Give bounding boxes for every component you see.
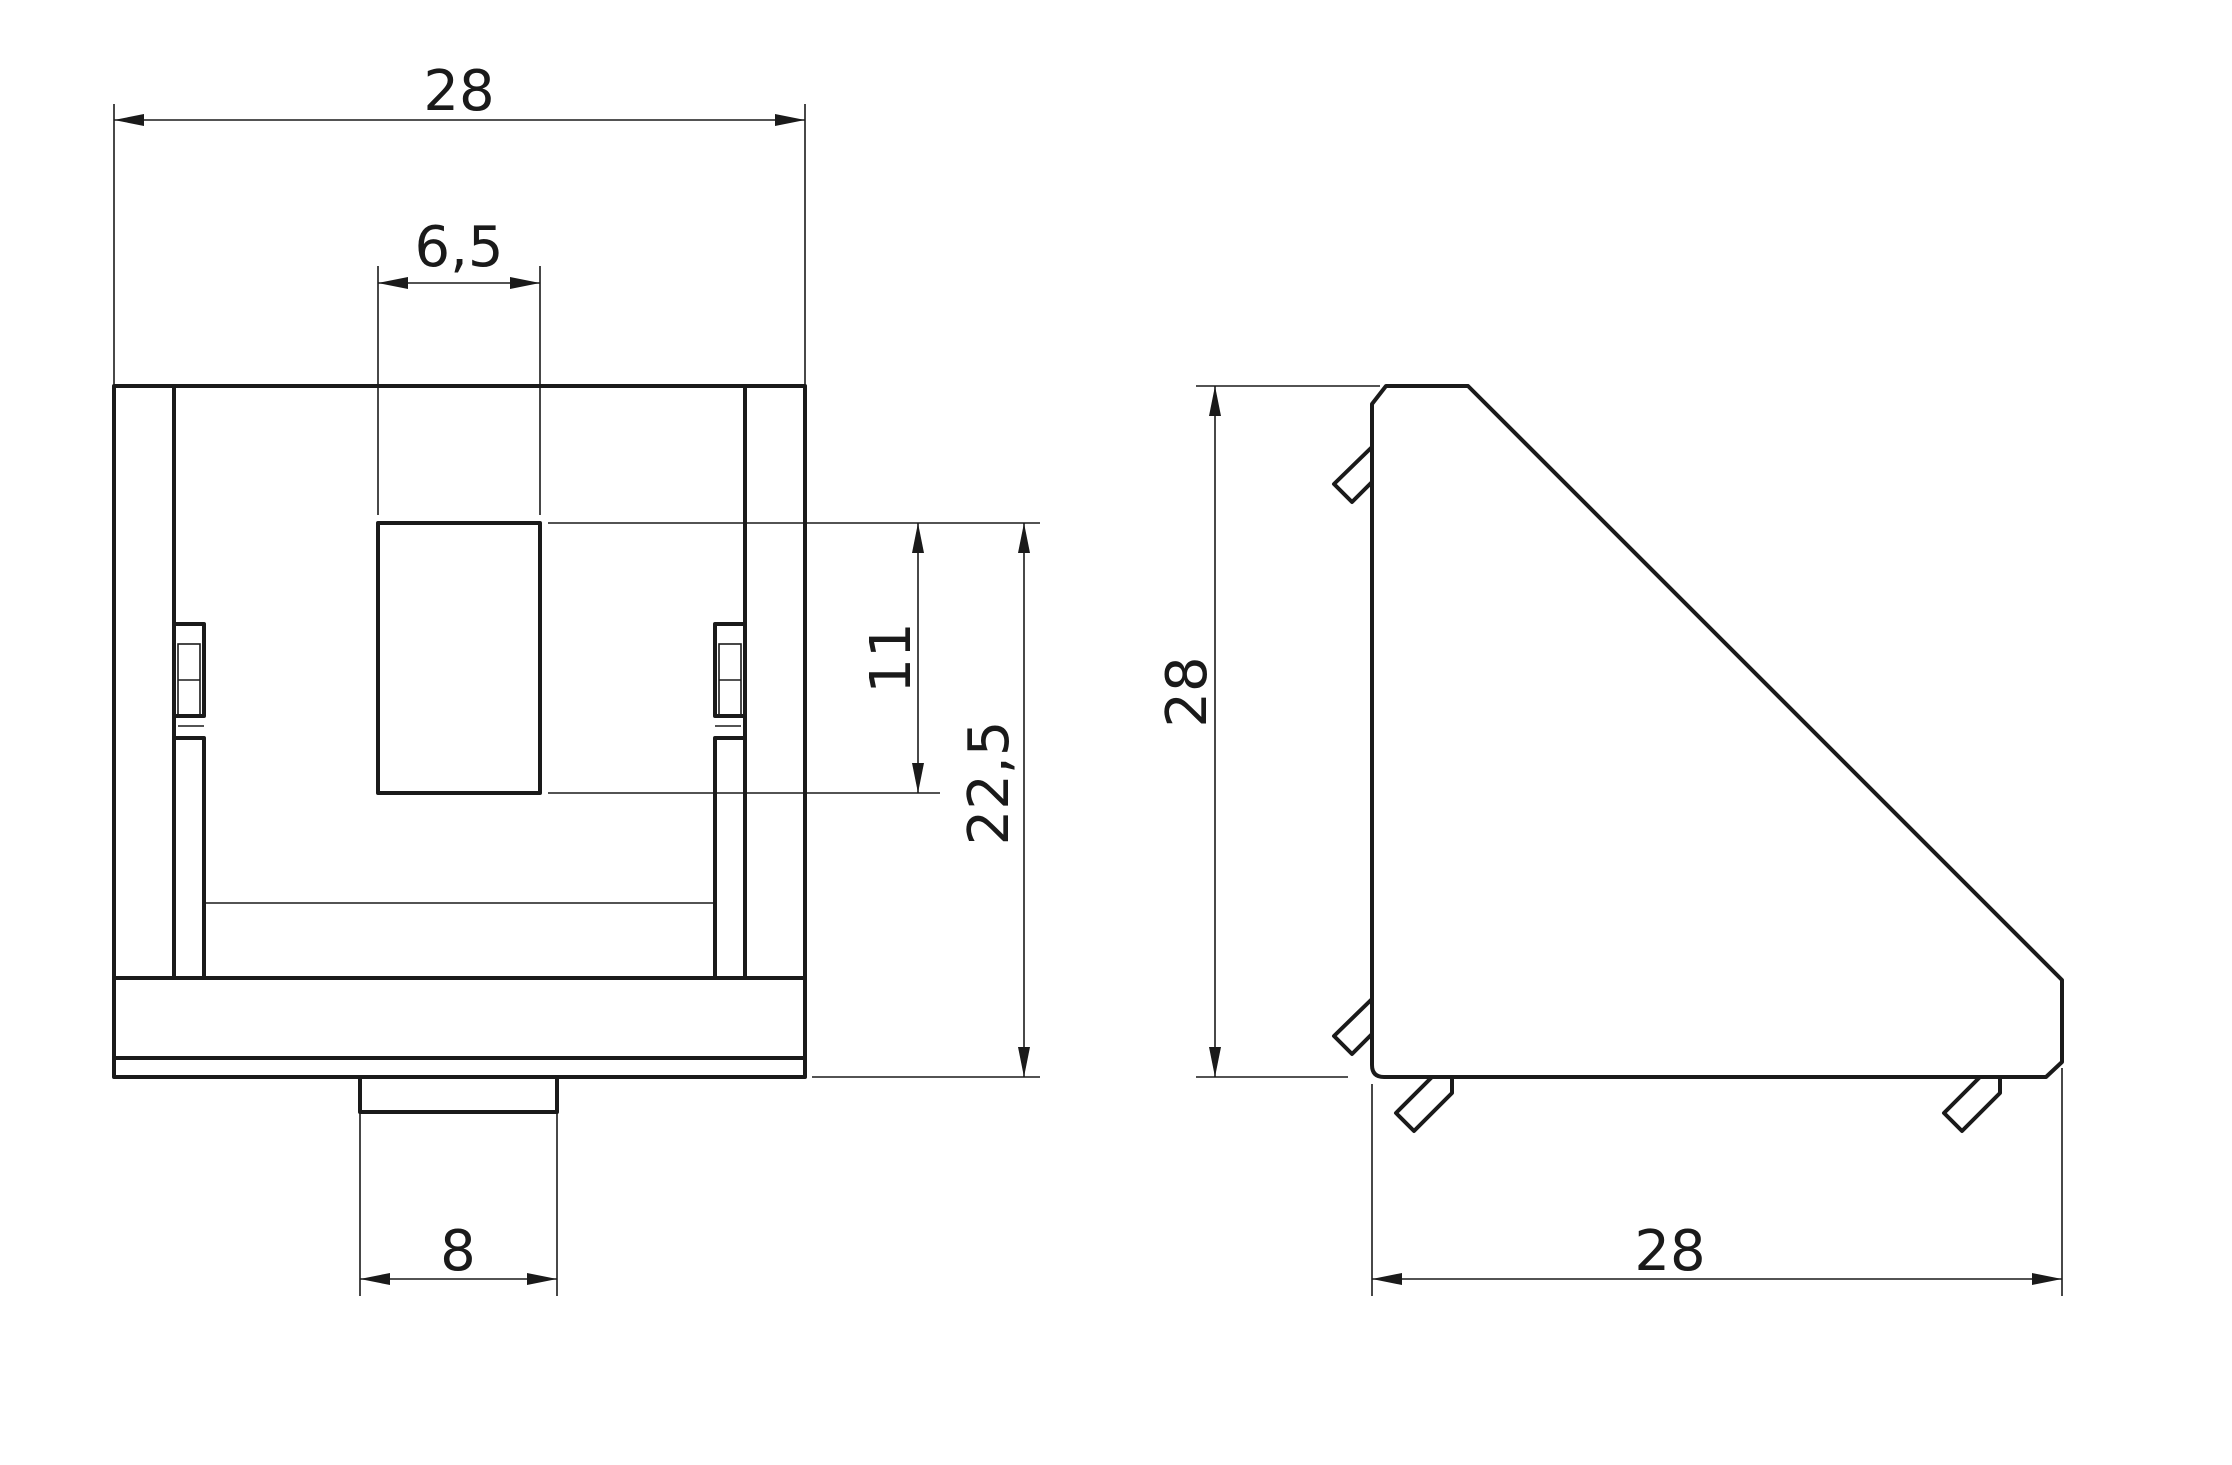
side-body-outline	[1370, 384, 2064, 1079]
side-view: 28 28	[1155, 384, 2064, 1296]
slot-offset-dimension-label: 22,5	[957, 721, 1022, 846]
right-inner-wall-lower	[713, 736, 747, 980]
slot-height-dimension-label: 11	[859, 622, 924, 693]
tab-width-dimension-label: 8	[440, 1219, 476, 1284]
left-upper-pin	[1332, 445, 1374, 504]
slot-width-dimension-label: 6,5	[414, 215, 503, 280]
front-view: 28 6,5 11 22,5 8	[112, 59, 1040, 1296]
front-body-outline	[112, 384, 807, 1079]
right-inner-wall	[713, 384, 747, 718]
left-lower-pin	[1332, 997, 1374, 1056]
side-height-dimension-label: 28	[1155, 656, 1220, 727]
mounting-slot	[376, 521, 542, 795]
bottom-left-pin-shape	[1394, 1075, 1454, 1133]
width-dimension-label: 28	[423, 59, 494, 124]
left-inner-wall-lower	[172, 736, 206, 980]
side-width-dimension-label: 28	[1634, 1219, 1705, 1284]
left-inner-wall	[172, 384, 206, 718]
bottom-right-pin-shape	[1942, 1075, 2002, 1133]
bottom-tab	[358, 1075, 559, 1114]
